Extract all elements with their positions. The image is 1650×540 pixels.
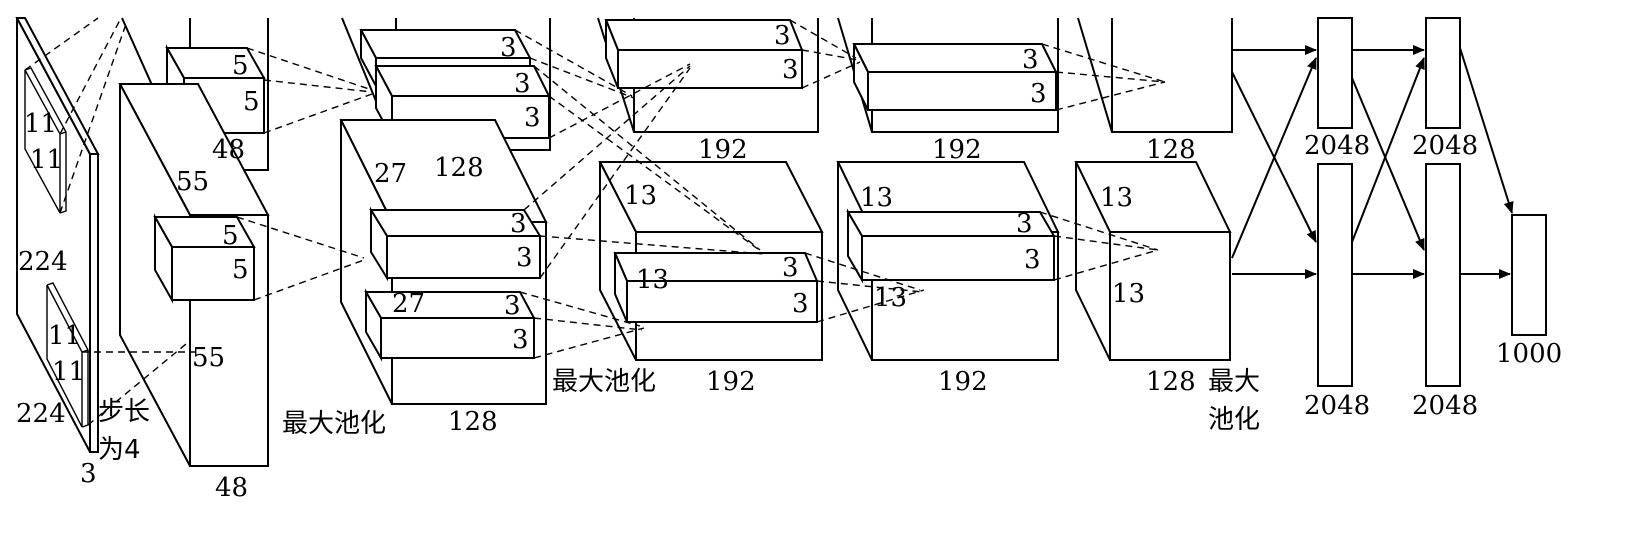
input-kernel-bottom-label-b: 11 bbox=[52, 357, 85, 387]
conv2-kernel-bottom2-b: 3 bbox=[512, 325, 529, 355]
input-size-height: 224 bbox=[18, 247, 68, 277]
input-channels: 3 bbox=[80, 459, 97, 489]
conv5-depth-bottom: 128 bbox=[1146, 367, 1196, 397]
conv1-depth-top: 48 bbox=[212, 135, 245, 165]
conv3-size-a: 13 bbox=[624, 181, 657, 211]
conv5-pool-label-line1: 最大 bbox=[1208, 367, 1260, 397]
output-label: 1000 bbox=[1496, 339, 1562, 369]
conv2-depth-top: 128 bbox=[434, 153, 484, 183]
conv1-kernel-top-b: 5 bbox=[243, 87, 260, 117]
fc2-top-label: 2048 bbox=[1412, 131, 1478, 161]
conv1-kernel-bottom-a: 5 bbox=[222, 221, 239, 251]
conv5-size-b: 13 bbox=[1112, 279, 1145, 309]
conv4-bottom-block bbox=[836, 161, 1060, 361]
conv2-bottom-kernel-1 bbox=[369, 206, 542, 282]
stride-label-line1: 步长 bbox=[98, 397, 150, 427]
conv4-kernel-bottom-a: 3 bbox=[1016, 209, 1033, 239]
conv5-top-block bbox=[1077, 17, 1233, 133]
conv3-top-kernel bbox=[604, 19, 804, 89]
conv1-depth-bottom: 48 bbox=[215, 473, 248, 503]
conv4-depth-bottom: 192 bbox=[938, 367, 988, 397]
conv1-kernel-bottom-b: 5 bbox=[232, 255, 249, 285]
conv2-depth-bottom: 128 bbox=[448, 407, 498, 437]
conv3-layer bbox=[597, 17, 824, 361]
conv1-size-b: 55 bbox=[192, 343, 225, 373]
input-kernel-top-label-a: 11 bbox=[24, 109, 57, 139]
conv2-kernel-top2-b: 3 bbox=[524, 103, 541, 133]
conv4-size-a: 13 bbox=[860, 183, 893, 213]
conv2-kernel-top1-a: 3 bbox=[500, 33, 517, 63]
fc2-bottom-bar bbox=[1425, 163, 1461, 387]
fully-connected-layers bbox=[1231, 17, 1547, 387]
fc1-bottom-label: 2048 bbox=[1304, 391, 1370, 421]
fc1-top-label: 2048 bbox=[1304, 131, 1370, 161]
fc2-top-bar bbox=[1425, 17, 1461, 129]
input-size-width: 224 bbox=[16, 399, 66, 429]
fc2-bottom-label: 2048 bbox=[1412, 391, 1478, 421]
input-kernel-bottom-label-a: 11 bbox=[48, 321, 81, 351]
conv4-size-b: 13 bbox=[874, 283, 907, 313]
conv2-pool-label: 最大池化 bbox=[282, 409, 386, 439]
conv5-bottom-block bbox=[1074, 161, 1232, 361]
conv1-layer bbox=[118, 17, 270, 467]
conv4-top-kernel bbox=[852, 43, 1058, 111]
fc1-top-bar bbox=[1317, 17, 1353, 129]
conv4-top-block bbox=[837, 17, 1059, 133]
conv3-bottom-kernel bbox=[613, 252, 819, 323]
conv4-depth-top: 192 bbox=[932, 135, 982, 165]
conv3-kernel-top-a: 3 bbox=[774, 21, 791, 51]
conv2-kernel-bottom1-a: 3 bbox=[510, 209, 527, 239]
output-bar bbox=[1511, 214, 1547, 336]
conv2-bottom-block bbox=[339, 119, 548, 405]
conv5-pool-label-line2: 池化 bbox=[1208, 405, 1260, 435]
conv3-top-block bbox=[597, 17, 819, 133]
receptive-field-projections bbox=[24, 17, 1166, 426]
conv3-kernel-bottom-b: 3 bbox=[792, 289, 809, 319]
conv2-kernel-bottom2-a: 3 bbox=[504, 291, 521, 321]
conv3-kernel-top-b: 3 bbox=[782, 55, 799, 85]
conv3-size-b: 13 bbox=[636, 265, 669, 295]
conv1-bottom-block bbox=[118, 83, 270, 467]
fc1-bottom-bar bbox=[1317, 163, 1353, 387]
stride-label-line2: 为4 bbox=[98, 435, 141, 465]
conv3-depth-top: 192 bbox=[698, 135, 748, 165]
conv1-bottom-kernel bbox=[153, 213, 256, 304]
conv3-kernel-bottom-a: 3 bbox=[782, 253, 799, 283]
conv1-size-a: 55 bbox=[176, 167, 209, 197]
conv4-layer bbox=[836, 17, 1060, 361]
conv3-pool-label: 最大池化 bbox=[552, 367, 656, 397]
conv5-size-a: 13 bbox=[1100, 183, 1133, 213]
conv3-depth-bottom: 192 bbox=[706, 367, 756, 397]
conv2-layer bbox=[339, 17, 551, 405]
conv5-layer bbox=[1074, 17, 1233, 361]
conv3-bottom-block bbox=[598, 161, 824, 361]
conv5-depth-top: 128 bbox=[1146, 135, 1196, 165]
conv2-size-a: 27 bbox=[374, 159, 407, 189]
conv4-kernel-bottom-b: 3 bbox=[1024, 245, 1041, 275]
conv4-bottom-kernel bbox=[846, 208, 1056, 284]
input-kernel-top-label-b: 11 bbox=[30, 145, 63, 175]
conv4-kernel-top-a: 3 bbox=[1022, 45, 1039, 75]
conv2-kernel-top2-a: 3 bbox=[514, 69, 531, 99]
input-layer bbox=[15, 17, 100, 453]
conv2-kernel-bottom1-b: 3 bbox=[516, 243, 533, 273]
conv4-kernel-top-b: 3 bbox=[1030, 79, 1047, 109]
conv1-kernel-top-a: 5 bbox=[232, 51, 249, 81]
conv2-size-b: 27 bbox=[392, 289, 425, 319]
